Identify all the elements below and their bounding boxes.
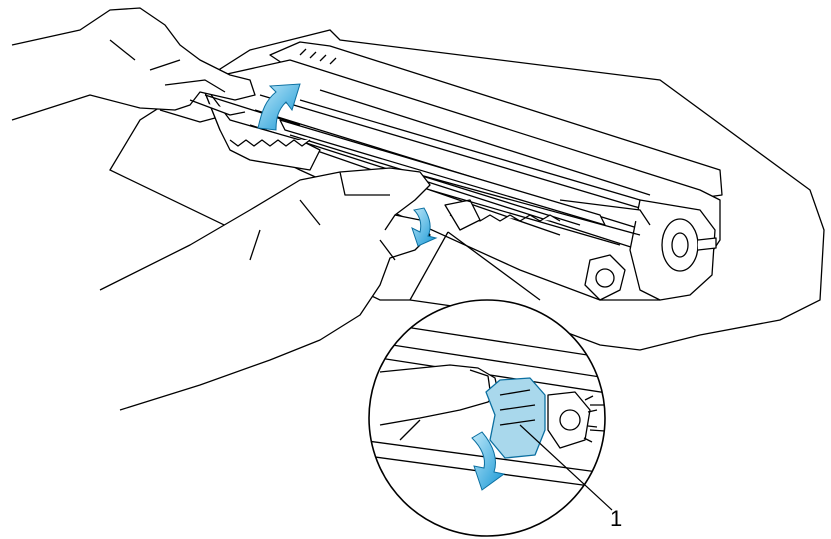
curved-arrow-up-icon	[257, 83, 301, 131]
callout-leader-1	[519, 424, 613, 511]
magnifier-detail	[368, 299, 606, 537]
curved-arrow-down-icon	[411, 207, 438, 247]
magnifier-pointer	[409, 231, 541, 301]
left-hand	[11, 7, 256, 123]
callout-number-1: 1	[610, 506, 623, 531]
drum-unit	[199, 41, 723, 301]
right-hand	[99, 167, 431, 411]
